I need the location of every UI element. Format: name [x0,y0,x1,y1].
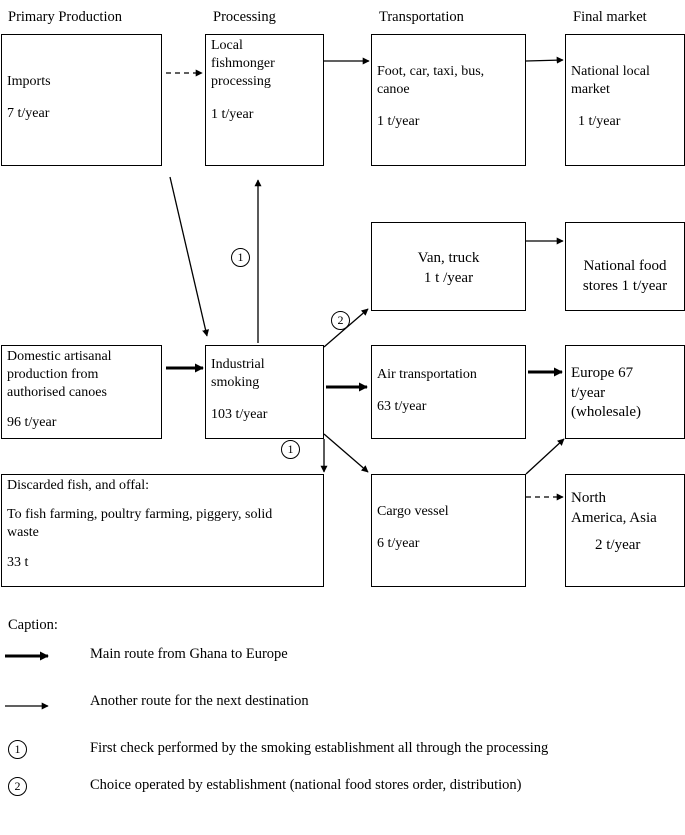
europe-box: Europe 67 t/year (wholesale) [565,345,685,439]
air-transport-title: Air transportation [377,367,477,382]
header-processing: Processing [213,9,276,25]
industrial-smoking-value: 103 t/year [211,407,268,423]
legend-marker-1: 1 [8,740,27,759]
imports-title: Imports [7,74,51,89]
national-local-market-title: National local market [571,64,650,98]
discarded-fish-title: Discarded fish, and offal: [7,478,150,493]
arrow-foot-to-national-local [525,56,564,64]
van-truck-box: Van, truck 1 t /year [371,222,526,311]
van-truck-title: Van, truck 1 t /year [417,250,480,286]
arrow-imports-to-smoking [169,176,209,337]
marker-2-choice: 2 [331,311,350,330]
national-local-market-box: National local market 1 t/year [565,34,685,166]
arrow-smoking-to-cargo [323,433,369,473]
marker-1-processing: 1 [231,248,250,267]
header-transportation: Transportation [379,9,464,25]
local-fishmonger-box: Local fishmonger processing 1 t/year [205,34,324,166]
imports-value: 7 t/year [7,106,50,122]
domestic-production-title: Domestic artisanal production from autho… [7,349,112,401]
caption-other-route: Another route for the next destination [90,693,309,709]
foot-transport-box: Foot, car, taxi, bus, canoe 1 t/year [371,34,526,166]
discarded-fish-description: To fish farming, poultry farming, pigger… [7,507,273,541]
national-local-market-value: 1 t/year [578,114,621,130]
header-primary-production: Primary Production [8,9,122,25]
imports-box: Imports 7 t/year [1,34,162,166]
europe-title: Europe 67 t/year (wholesale) [571,365,641,420]
cargo-vessel-value: 6 t/year [377,536,420,552]
arrow-cargo-to-europe [525,438,565,475]
local-fishmonger-value: 1 t/year [211,106,254,122]
discarded-fish-value: 33 t [7,554,29,570]
local-fishmonger-title: Local fishmonger processing [211,38,275,90]
caption-choice: Choice operated by establishment (nation… [90,777,522,793]
domestic-production-value: 96 t/year [7,414,57,430]
north-america-asia-value: 2 t/year [595,537,641,553]
cargo-vessel-title: Cargo vessel [377,504,449,519]
industrial-smoking-title: Industrial smoking [211,357,265,391]
north-america-asia-box: North America, Asia 2 t/year [565,474,685,587]
industrial-smoking-box: Industrial smoking 103 t/year [205,345,324,439]
air-transport-box: Air transportation 63 t/year [371,345,526,439]
discarded-fish-box: Discarded fish, and offal: To fish farmi… [1,474,324,587]
foot-transport-title: Foot, car, taxi, bus, canoe [377,64,485,98]
marker-1-smoking: 1 [281,440,300,459]
caption-title: Caption: [8,617,58,633]
caption-first-check: First check performed by the smoking est… [90,740,549,756]
caption-main-route: Main route from Ghana to Europe [90,646,288,662]
air-transport-value: 63 t/year [377,399,427,415]
legend-marker-2: 2 [8,777,27,796]
cargo-vessel-box: Cargo vessel 6 t/year [371,474,526,587]
header-final-market: Final market [573,9,647,25]
foot-transport-value: 1 t/year [377,114,420,130]
domestic-production-box: Domestic artisanal production from autho… [1,345,162,439]
north-america-asia-title: North America, Asia [571,490,657,526]
national-food-stores-title: National food stores 1 t/year [582,258,668,294]
